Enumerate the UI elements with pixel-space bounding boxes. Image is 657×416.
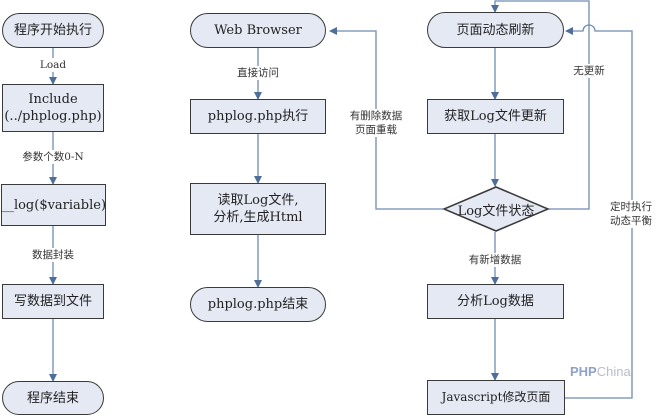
read-log-line2: 分析,生成Html bbox=[213, 210, 303, 225]
decision-label: Log文件状态 bbox=[457, 204, 535, 219]
start-node-label: 程序开始执行 bbox=[13, 23, 92, 38]
watermark-bold: PHP bbox=[570, 364, 597, 379]
fetch-log-label: 获取Log文件更新 bbox=[444, 109, 547, 124]
write-file-label: 写数据到文件 bbox=[13, 294, 92, 309]
include-line2: (../phplog.php) bbox=[4, 109, 102, 124]
edge-label-new-data: 有新增数据 bbox=[464, 253, 526, 267]
edge-label-load: Load bbox=[38, 58, 68, 72]
edge-label-timer-line2: 动态平衡 bbox=[610, 215, 652, 227]
edge-label-no-update: 无更新 bbox=[569, 64, 609, 78]
edge-label-timer: 定时执行 动态平衡 bbox=[606, 200, 656, 228]
phplog-exec-label: phplog.php执行 bbox=[207, 109, 309, 124]
log-call-node: __log($variable) bbox=[1, 184, 106, 226]
analyze-log-label: 分析Log数据 bbox=[457, 294, 534, 309]
include-line1: Include bbox=[28, 92, 78, 107]
read-log-line1: 读取Log文件, bbox=[217, 193, 299, 208]
phplog-end-label: phplog.php结束 bbox=[207, 297, 309, 312]
phplog-end-node: phplog.php结束 bbox=[190, 287, 326, 322]
web-browser-node: Web Browser bbox=[190, 13, 326, 48]
edge-label-params: 参数个数0-N bbox=[17, 150, 89, 164]
write-file-node: 写数据到文件 bbox=[2, 284, 104, 319]
phpchina-watermark: PHPChina bbox=[570, 364, 631, 379]
page-refresh-label: 页面动态刷新 bbox=[456, 22, 535, 38]
edge-no-update bbox=[491, 0, 590, 210]
phplog-exec-node: phplog.php执行 bbox=[190, 99, 326, 134]
end-node-label: 程序结束 bbox=[26, 390, 79, 406]
js-modify-label: Javascript修改页面 bbox=[441, 390, 551, 404]
edge-label-reload: 有删除数据 页面重载 bbox=[345, 109, 407, 137]
end-node: 程序结束 bbox=[2, 381, 104, 415]
edge-label-reload-line2: 页面重载 bbox=[355, 124, 397, 136]
edge-label-timer-line1: 定时执行 bbox=[610, 201, 652, 213]
start-node: 程序开始执行 bbox=[2, 13, 104, 48]
web-browser-label: Web Browser bbox=[214, 23, 302, 38]
page-refresh-node: 页面动态刷新 bbox=[427, 12, 564, 48]
watermark-light: China bbox=[596, 364, 631, 379]
edge-timer-refresh bbox=[565, 24, 633, 399]
include-node: Include (../phplog.php) bbox=[2, 84, 104, 132]
edge-label-pack: 数据封装 bbox=[26, 248, 80, 262]
js-modify-node: Javascript修改页面 bbox=[427, 380, 565, 415]
fetch-log-node: 获取Log文件更新 bbox=[427, 99, 564, 134]
read-log-node: 读取Log文件, 分析,生成Html bbox=[190, 183, 326, 235]
edge-label-direct: 直接访问 bbox=[232, 66, 284, 80]
log-call-label: __log($variable) bbox=[0, 197, 107, 213]
decision-diamond bbox=[442, 186, 550, 232]
edge-label-reload-line1: 有删除数据 bbox=[349, 110, 403, 122]
analyze-log-node: 分析Log数据 bbox=[427, 284, 564, 319]
